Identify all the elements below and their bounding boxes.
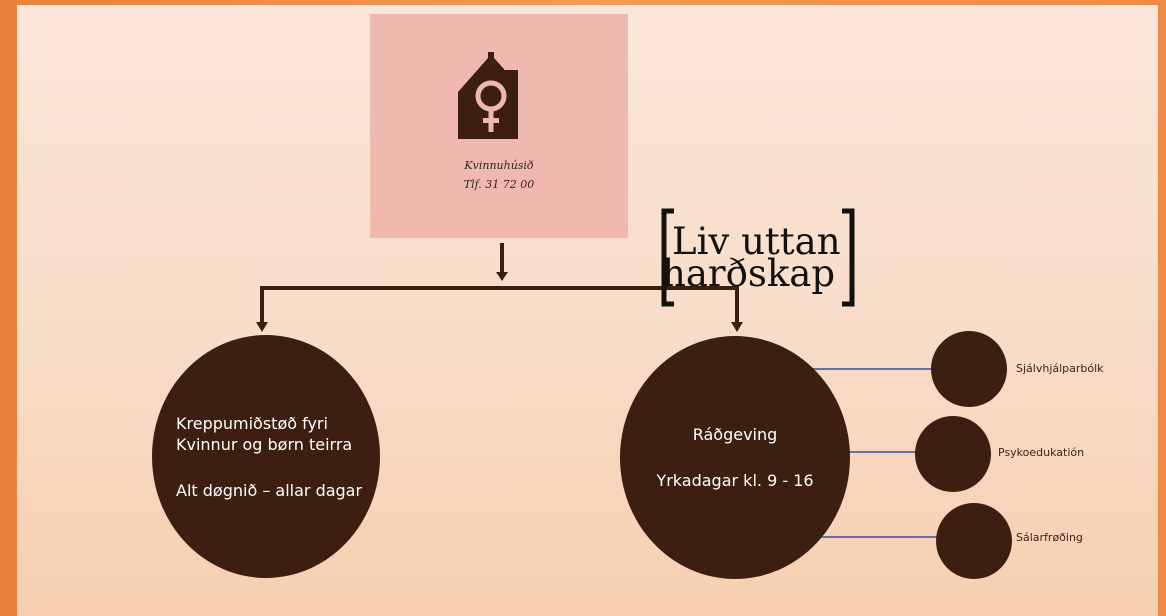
kvinnuhusid-logo-box: Kvinnuhúsið Tlf. 31 72 00 <box>370 14 628 238</box>
service-label-1: Sjálvhjálparbólk <box>1016 362 1104 375</box>
service-label-3: Sálarfrøðing <box>1016 531 1083 544</box>
crisis-line-3: Alt døgnið – allar dagar <box>176 480 363 500</box>
logo-line-1: Liv uttan <box>672 220 841 263</box>
branch-line <box>260 286 739 322</box>
service-node-3 <box>936 503 1012 579</box>
logo-phone: Tlf. 31 72 00 <box>463 178 535 191</box>
down-arrow-head <box>496 272 508 281</box>
women-house-icon <box>458 52 518 139</box>
crisis-line-2: Kvinnur og børn teirra <box>176 434 353 454</box>
service-node-1 <box>931 331 1007 407</box>
counselling-node: Ráðgeving Yrkadagar kl. 9 - 16 <box>620 336 850 579</box>
left-arrow-head <box>256 322 268 332</box>
logo-name: Kvinnuhúsið <box>464 159 534 172</box>
service-node-2 <box>915 416 991 492</box>
counselling-title: Ráðgeving <box>692 425 778 444</box>
crisis-line-1: Kreppumiðstøð fyri <box>176 413 328 433</box>
counselling-hours: Yrkadagar kl. 9 - 16 <box>656 471 814 490</box>
logo-line-2: harðskap <box>662 252 836 295</box>
right-arrow-head <box>731 322 743 332</box>
liv-uttan-hardskap-logo: Liv uttan harðskap <box>660 207 856 308</box>
crisis-center-node: Kreppumiðstøð fyri Kvinnur og børn teirr… <box>152 335 380 578</box>
logo-bracket-frame <box>661 208 855 307</box>
service-label-2: Psykoedukatión <box>998 446 1085 459</box>
